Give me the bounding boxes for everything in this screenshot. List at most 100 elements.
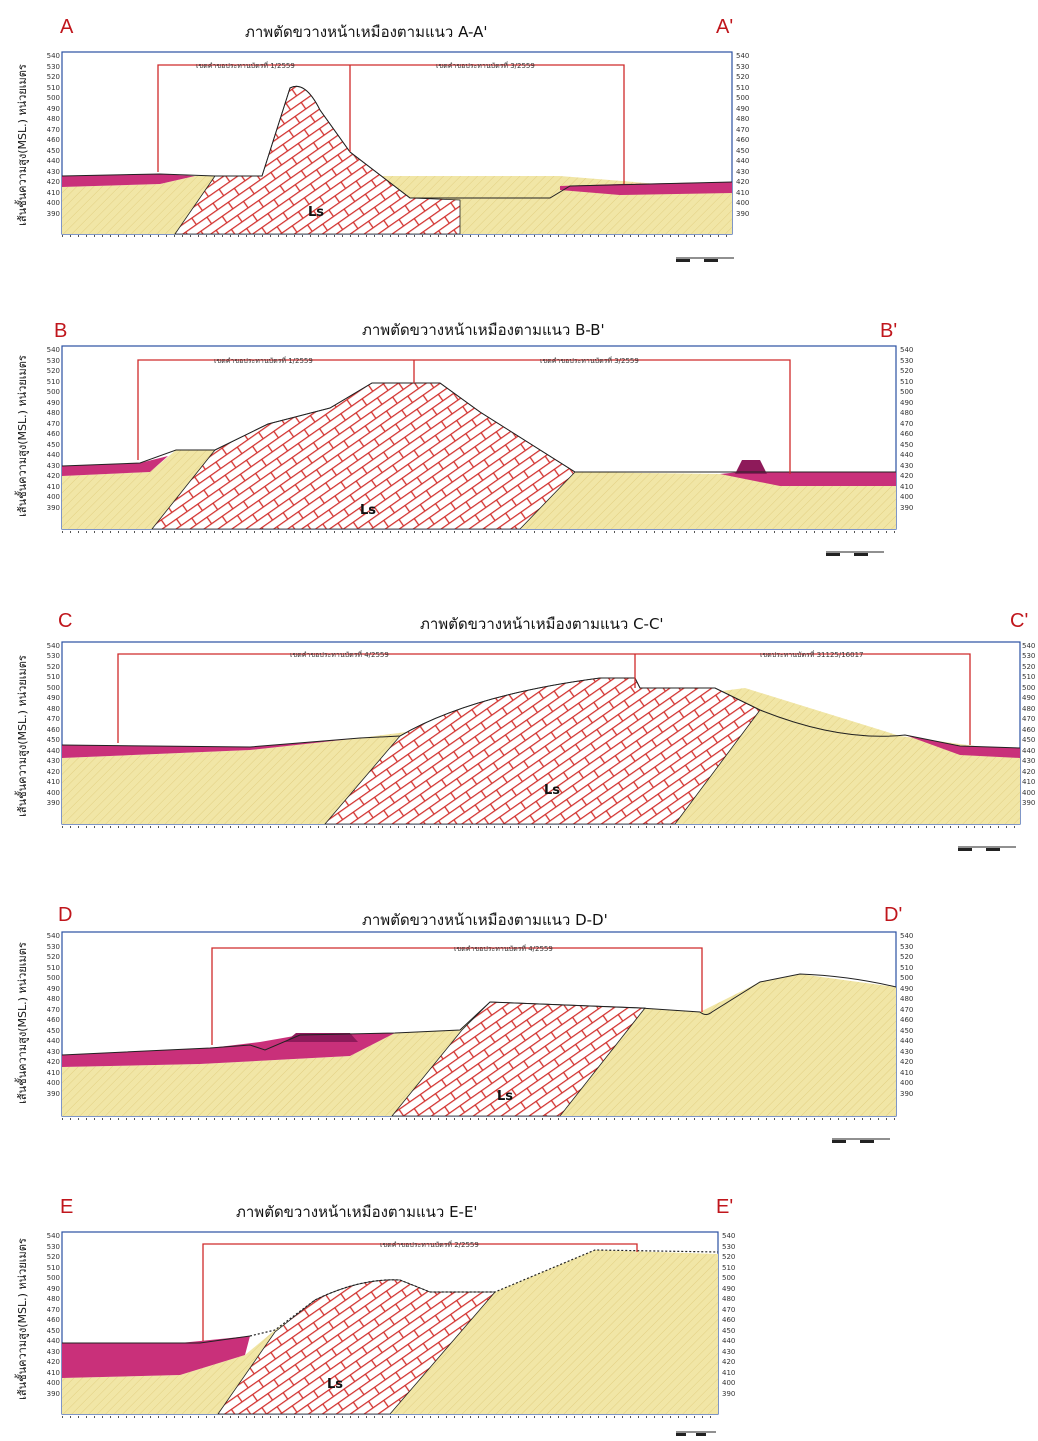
scale-bar bbox=[676, 1431, 716, 1436]
section-e-end-letter: E' bbox=[716, 1196, 734, 1218]
svg-text:410: 410 bbox=[1022, 778, 1035, 786]
svg-text:490: 490 bbox=[47, 399, 60, 407]
svg-text:510: 510 bbox=[1022, 673, 1035, 681]
svg-text:450: 450 bbox=[1022, 736, 1035, 744]
svg-text:400: 400 bbox=[47, 1079, 60, 1087]
svg-text:430: 430 bbox=[47, 757, 60, 765]
svg-text:530: 530 bbox=[1022, 652, 1035, 660]
svg-text:500: 500 bbox=[722, 1274, 735, 1282]
boundary-label: เขตคำขอประทานบัตรที่ 2/2559 bbox=[380, 1240, 479, 1249]
topsoil-left bbox=[62, 738, 360, 758]
svg-text:440: 440 bbox=[900, 1037, 913, 1045]
svg-text:520: 520 bbox=[47, 953, 60, 961]
svg-text:390: 390 bbox=[47, 1390, 60, 1398]
section-a-title: ภาพตัดขวางหน้าเหมืองตามแนว A-A' bbox=[245, 23, 488, 41]
svg-text:540: 540 bbox=[47, 52, 60, 60]
svg-text:400: 400 bbox=[47, 1379, 60, 1387]
svg-text:540: 540 bbox=[47, 346, 60, 354]
svg-text:510: 510 bbox=[47, 964, 60, 972]
boundary-line bbox=[137, 359, 791, 474]
svg-text:490: 490 bbox=[736, 105, 749, 113]
svg-text:530: 530 bbox=[47, 652, 60, 660]
svg-text:450: 450 bbox=[900, 441, 913, 449]
svg-text:520: 520 bbox=[47, 1253, 60, 1261]
svg-text:390: 390 bbox=[1022, 799, 1035, 807]
section-a: A A' ภาพตัดขวางหน้าเหมืองตามแนว A-A' เส้… bbox=[0, 0, 1038, 270]
ground-surface bbox=[62, 1335, 251, 1344]
svg-text:520: 520 bbox=[736, 73, 749, 81]
svg-text:430: 430 bbox=[736, 168, 749, 176]
y-ticks-right: 540 530 520 510 500 490 480 470 460 450 … bbox=[722, 1232, 735, 1398]
ground-surface bbox=[61, 973, 897, 1056]
svg-text:470: 470 bbox=[736, 126, 749, 134]
svg-text:500: 500 bbox=[736, 94, 749, 102]
section-d-title: ภาพตัดขวางหน้าเหมืองตามแนว D-D' bbox=[362, 911, 608, 929]
svg-text:450: 450 bbox=[900, 1027, 913, 1035]
svg-text:490: 490 bbox=[47, 985, 60, 993]
svg-text:480: 480 bbox=[47, 1295, 60, 1303]
section-a-cross-section: เขตคำขอประทานบัตรที่ 1/2559 เขตคำขอประทา… bbox=[47, 51, 749, 262]
svg-text:440: 440 bbox=[1022, 747, 1035, 755]
svg-text:530: 530 bbox=[900, 357, 913, 365]
svg-text:510: 510 bbox=[47, 1264, 60, 1272]
svg-text:400: 400 bbox=[47, 493, 60, 501]
boundary-label: เขตคำขอประทานบัตรที่ 1/2559 bbox=[196, 61, 295, 70]
svg-text:460: 460 bbox=[900, 1016, 913, 1024]
svg-text:440: 440 bbox=[736, 157, 749, 165]
svg-text:410: 410 bbox=[900, 483, 913, 491]
stockpile bbox=[735, 460, 767, 474]
svg-text:440: 440 bbox=[47, 747, 60, 755]
svg-text:400: 400 bbox=[736, 199, 749, 207]
svg-text:400: 400 bbox=[1022, 789, 1035, 797]
svg-text:410: 410 bbox=[47, 778, 60, 786]
svg-text:470: 470 bbox=[900, 1006, 913, 1014]
svg-text:510: 510 bbox=[900, 964, 913, 972]
svg-text:390: 390 bbox=[47, 504, 60, 512]
svg-text:480: 480 bbox=[47, 409, 60, 417]
svg-text:390: 390 bbox=[722, 1390, 735, 1398]
svg-text:530: 530 bbox=[722, 1243, 735, 1251]
svg-text:500: 500 bbox=[900, 974, 913, 982]
svg-text:450: 450 bbox=[722, 1327, 735, 1335]
svg-text:430: 430 bbox=[47, 168, 60, 176]
section-a-start-letter: A bbox=[60, 16, 74, 38]
svg-text:400: 400 bbox=[47, 199, 60, 207]
svg-text:480: 480 bbox=[47, 995, 60, 1003]
section-e-cross-section: เขตคำขอประทานบัตรที่ 2/2559 Ls 540 530 5… bbox=[47, 1231, 735, 1436]
y-ticks-right: 540 530 520 510 500 490 480 470 460 450 … bbox=[736, 52, 749, 218]
section-d-cross-section: เขตคำขอประทานบัตรที่ 4/2559 Ls 540 530 5… bbox=[47, 931, 913, 1143]
svg-text:510: 510 bbox=[900, 378, 913, 386]
svg-text:450: 450 bbox=[47, 441, 60, 449]
section-e: E E' ภาพตัดขวางหน้าเหมืองตามแนว E-E' เส้… bbox=[0, 1180, 1038, 1441]
svg-text:410: 410 bbox=[47, 1069, 60, 1077]
svg-text:520: 520 bbox=[900, 953, 913, 961]
section-a-end-letter: A' bbox=[716, 16, 734, 38]
svg-text:500: 500 bbox=[47, 388, 60, 396]
section-c-start-letter: C bbox=[58, 610, 73, 632]
svg-text:390: 390 bbox=[47, 210, 60, 218]
svg-text:540: 540 bbox=[47, 932, 60, 940]
svg-text:460: 460 bbox=[47, 136, 60, 144]
svg-text:490: 490 bbox=[47, 105, 60, 113]
svg-text:480: 480 bbox=[736, 115, 749, 123]
svg-text:510: 510 bbox=[722, 1264, 735, 1272]
svg-text:460: 460 bbox=[47, 726, 60, 734]
boundary-line bbox=[211, 947, 703, 1045]
svg-text:460: 460 bbox=[722, 1316, 735, 1324]
svg-text:440: 440 bbox=[47, 1337, 60, 1345]
section-e-title: ภาพตัดขวางหน้าเหมืองตามแนว E-E' bbox=[236, 1203, 478, 1221]
svg-text:440: 440 bbox=[722, 1337, 735, 1345]
svg-text:510: 510 bbox=[47, 84, 60, 92]
ground-surface bbox=[61, 85, 733, 199]
svg-text:460: 460 bbox=[736, 136, 749, 144]
svg-text:500: 500 bbox=[47, 684, 60, 692]
svg-text:530: 530 bbox=[47, 63, 60, 71]
svg-text:470: 470 bbox=[47, 1006, 60, 1014]
svg-text:540: 540 bbox=[900, 932, 913, 940]
svg-text:520: 520 bbox=[1022, 663, 1035, 671]
section-b-title: ภาพตัดขวางหน้าเหมืองตามแนว B-B' bbox=[362, 321, 605, 339]
svg-text:450: 450 bbox=[736, 147, 749, 155]
svg-text:420: 420 bbox=[722, 1358, 735, 1366]
svg-text:440: 440 bbox=[47, 1037, 60, 1045]
topsoil-left bbox=[62, 1336, 250, 1378]
